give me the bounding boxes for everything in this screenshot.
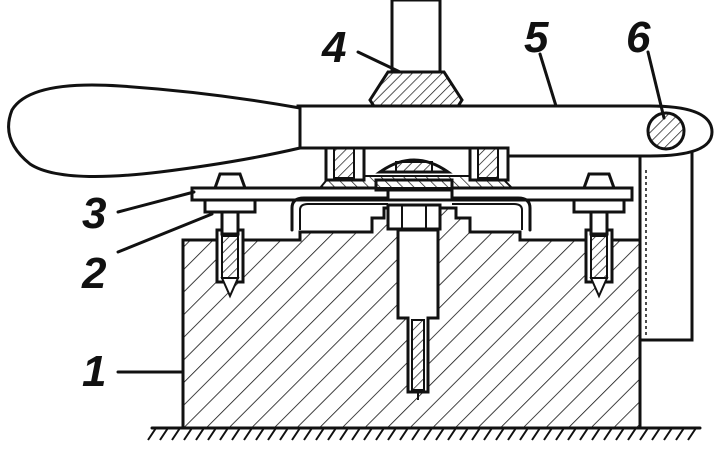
ground-tick <box>471 427 481 441</box>
callout-3: 3 <box>82 189 106 238</box>
ground-tick <box>567 427 577 441</box>
leader-2 <box>116 212 214 254</box>
ground-tick <box>555 427 565 441</box>
ground-tick <box>255 427 265 441</box>
ground-tick <box>447 427 457 441</box>
leader-6 <box>646 50 666 120</box>
ground-tick <box>423 427 433 441</box>
ground-tick <box>159 427 169 441</box>
ground-tick <box>183 427 193 441</box>
ground-tick <box>339 427 349 441</box>
ground-tick <box>207 427 217 441</box>
ground-tick <box>411 427 421 441</box>
ground-tick <box>147 427 157 441</box>
ground-line <box>147 426 702 441</box>
callout-4: 4 <box>321 23 346 72</box>
ground-tick <box>279 427 289 441</box>
ground-tick <box>327 427 337 441</box>
ground-tick <box>483 427 493 441</box>
callout-2: 2 <box>81 249 107 298</box>
leader-5 <box>538 52 558 108</box>
ground-tick <box>399 427 409 441</box>
ground-tick <box>603 427 613 441</box>
ground-tick <box>231 427 241 441</box>
ground-tick <box>267 427 277 441</box>
ground-tick <box>243 427 253 441</box>
ground-tick <box>351 427 361 441</box>
ground-tick <box>435 427 445 441</box>
ground-tick <box>639 427 649 441</box>
ground-tick <box>495 427 505 441</box>
central-nut-stack <box>317 158 515 231</box>
ground-tick <box>651 427 661 441</box>
pivot-support <box>638 148 694 342</box>
callout-1: 1 <box>82 347 106 396</box>
ground-tick <box>459 427 469 441</box>
ground-tick <box>315 427 325 441</box>
ground-tick <box>519 427 529 441</box>
ground-tick <box>195 427 205 441</box>
ground-tick <box>291 427 301 441</box>
ground-tick <box>675 427 685 441</box>
ground-tick <box>579 427 589 441</box>
ground-tick <box>219 427 229 441</box>
callout-5: 5 <box>524 13 549 62</box>
ground-tick <box>303 427 313 441</box>
ground-tick <box>375 427 385 441</box>
callout-labels: 1 2 3 4 5 6 <box>81 13 651 396</box>
leader-4 <box>356 50 402 74</box>
leader-lines <box>116 50 666 374</box>
ground-tick <box>591 427 601 441</box>
lever-arm <box>7 83 714 178</box>
ground-tick <box>387 427 397 441</box>
ground-tick <box>543 427 553 441</box>
leader-3 <box>116 190 196 214</box>
ground-tick <box>615 427 625 441</box>
ground-tick <box>531 427 541 441</box>
ground-tick <box>507 427 517 441</box>
ground-tick <box>663 427 673 441</box>
ground-tick <box>627 427 637 441</box>
ground-tick <box>363 427 373 441</box>
ground-tick <box>171 427 181 441</box>
base-block <box>181 206 642 430</box>
ground-tick <box>687 427 697 441</box>
callout-6: 6 <box>626 13 651 62</box>
